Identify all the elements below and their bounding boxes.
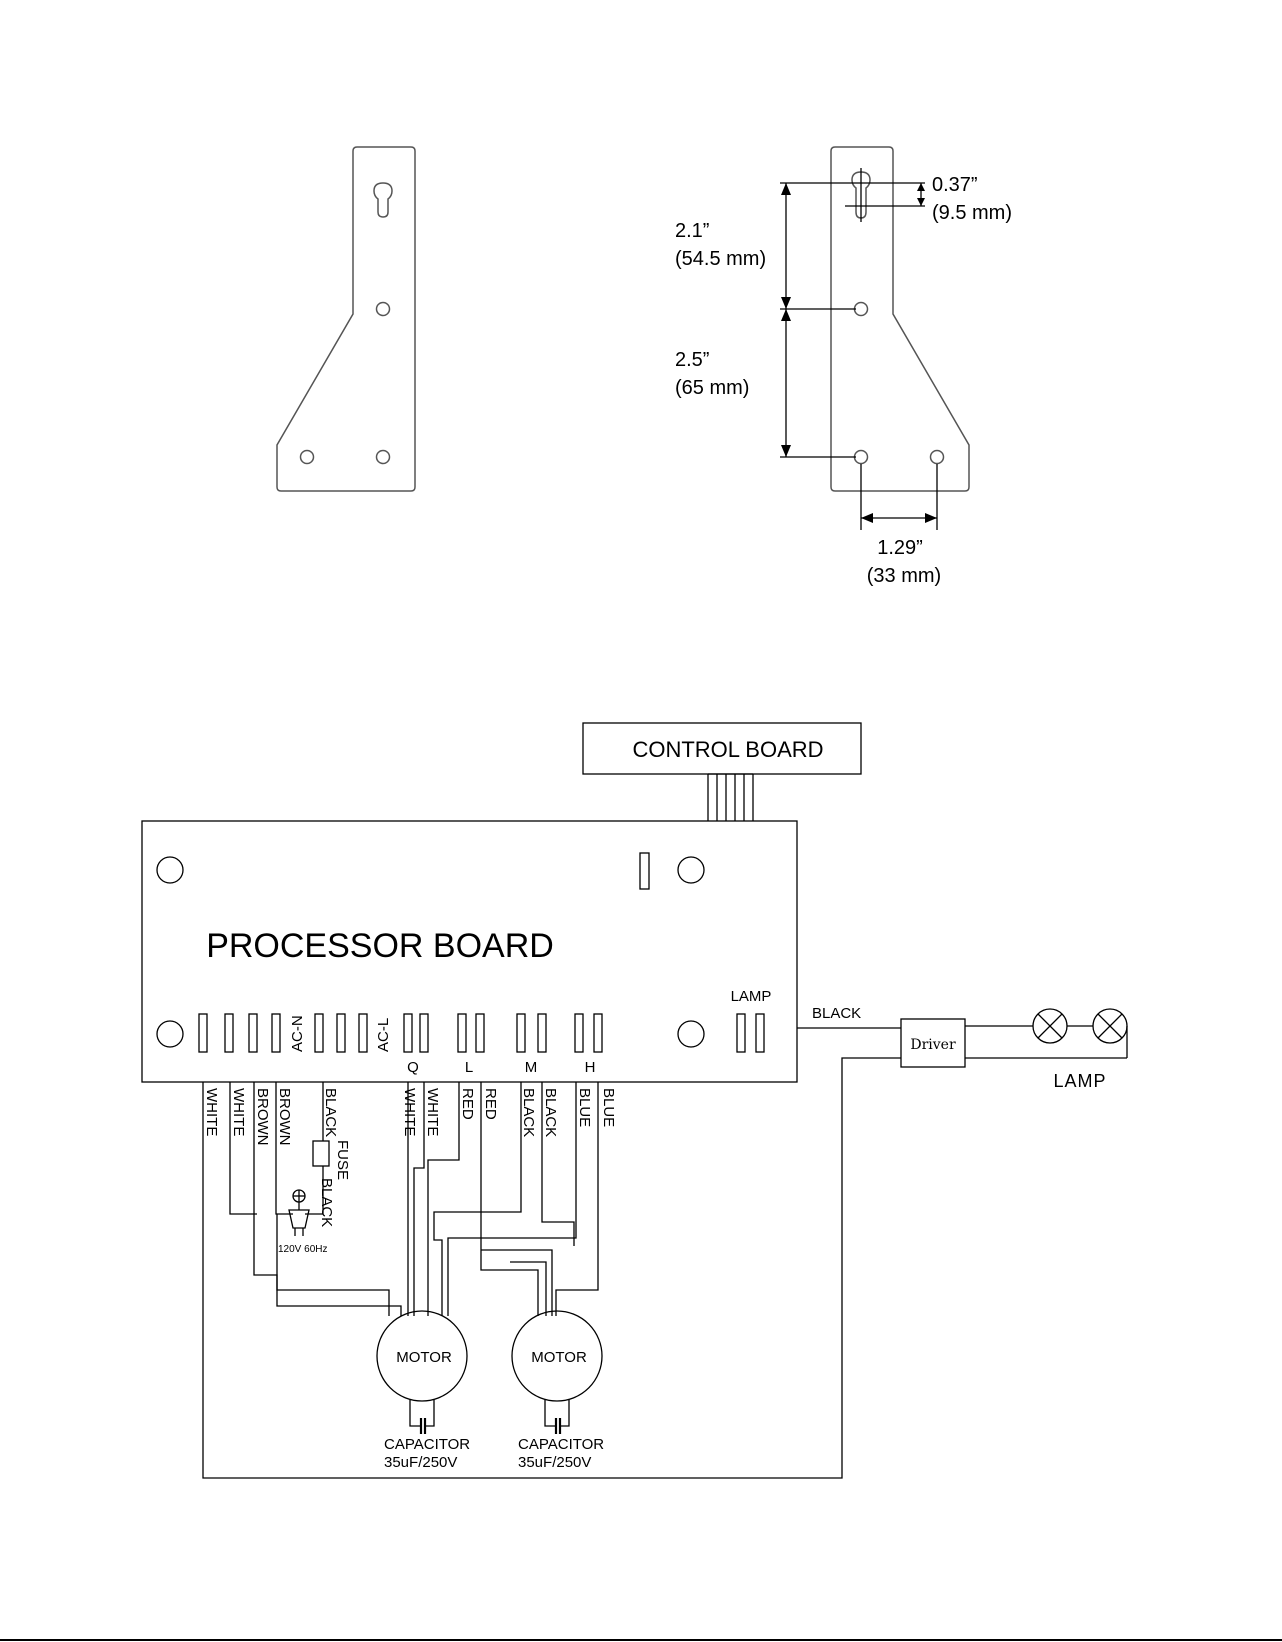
dim-lower-inch: 2.5” xyxy=(675,349,709,371)
dim-width-inch: 1.29” xyxy=(877,537,923,559)
wire-label: BLACK xyxy=(542,1088,559,1137)
terminal xyxy=(756,1014,764,1052)
terminal xyxy=(594,1014,602,1052)
arrow-left-icon xyxy=(861,513,873,523)
terminal xyxy=(458,1014,466,1052)
capacitor-1-icon xyxy=(410,1400,434,1434)
wire-label: BROWN xyxy=(254,1088,271,1146)
dim-width-mm: (33 mm) xyxy=(867,565,941,587)
lamp-wire-label: BLACK xyxy=(812,1005,861,1022)
terminal xyxy=(337,1014,345,1052)
terminal xyxy=(404,1014,412,1052)
arrow-up-icon xyxy=(781,309,791,321)
terminal xyxy=(517,1014,525,1052)
arrow-down-icon xyxy=(781,297,791,309)
terminal-label-h: H xyxy=(585,1059,596,1076)
arrow-up-icon xyxy=(781,183,791,195)
mount-hole-icon xyxy=(157,1021,183,1047)
terminal-label-q: Q xyxy=(407,1059,419,1076)
terminal xyxy=(575,1014,583,1052)
capacitor-2-label: CAPACITOR xyxy=(518,1436,604,1453)
supply-label: 120V 60Hz xyxy=(278,1244,327,1255)
terminal xyxy=(359,1014,367,1052)
capacitor-2-rating: 35uF/250V xyxy=(518,1454,591,1471)
mount-hole-icon xyxy=(377,451,390,464)
mount-hole-icon xyxy=(301,451,314,464)
ribbon-cable xyxy=(708,774,753,821)
wire-label: WHITE xyxy=(424,1088,441,1136)
terminal-label-m: M xyxy=(525,1059,538,1076)
arrow-right-icon xyxy=(925,513,937,523)
terminal-label-l: L xyxy=(465,1059,473,1076)
keyhole-slot-icon xyxy=(374,183,392,217)
mount-hole-icon xyxy=(855,451,868,464)
lamp-label: LAMP xyxy=(1053,1071,1106,1091)
arrow-up-icon xyxy=(917,183,925,191)
wire-label: BLACK xyxy=(520,1088,537,1137)
mount-hole-icon xyxy=(157,857,183,883)
terminal xyxy=(476,1014,484,1052)
terminal-label-lamp: LAMP xyxy=(731,988,772,1005)
dim-slot-mm: (9.5 mm) xyxy=(932,202,1012,224)
processor-board-label: PROCESSOR BOARD xyxy=(206,927,554,965)
wire-labels: WHITE WHITE BROWN BROWN BLACK WHITE WHIT… xyxy=(203,1088,617,1146)
terminal-label-acl: AC-L xyxy=(375,1018,392,1052)
dim-upper-inch: 2.1” xyxy=(675,220,709,242)
fuse-icon xyxy=(313,1141,329,1166)
dim-slot-inch: 0.37” xyxy=(932,174,978,196)
motor-2-label: MOTOR xyxy=(531,1349,587,1366)
arrow-down-icon xyxy=(917,198,925,206)
lamp-bulb-icon xyxy=(1093,1009,1127,1043)
terminal xyxy=(272,1014,280,1052)
control-board-label: CONTROL BOARD xyxy=(632,737,823,762)
arrow-down-icon xyxy=(781,445,791,457)
terminal xyxy=(225,1014,233,1052)
terminal xyxy=(315,1014,323,1052)
dim-lower-mm: (65 mm) xyxy=(675,377,749,399)
capacitor-2-icon xyxy=(545,1400,569,1434)
wire-label: BLUE xyxy=(576,1088,593,1127)
wire-label: BLACK xyxy=(322,1088,339,1137)
mount-hole-icon xyxy=(377,303,390,316)
wire-label: BLUE xyxy=(600,1088,617,1127)
terminal-label-acn: AC-N xyxy=(289,1015,306,1052)
wiring-diagram: CONTROL BOARD PROCESSOR BOARD xyxy=(142,723,1127,1478)
wire-label: BROWN xyxy=(276,1088,293,1146)
capacitor-1-rating: 35uF/250V xyxy=(384,1454,457,1471)
bracket-left-outline xyxy=(277,147,415,491)
wire-label: WHITE xyxy=(230,1088,247,1136)
wire-label: RED xyxy=(459,1088,476,1120)
mount-hole-icon xyxy=(678,1021,704,1047)
bracket-right-outline xyxy=(831,147,969,491)
bracket-right: 0.37” (9.5 mm) 2.1” (54.5 mm) 2.5” (65 m… xyxy=(675,147,1012,587)
board-component xyxy=(640,853,649,889)
terminal xyxy=(420,1014,428,1052)
power-plug-icon xyxy=(289,1190,309,1236)
terminal xyxy=(737,1014,745,1052)
terminal-row xyxy=(199,1014,764,1052)
terminal xyxy=(199,1014,207,1052)
terminal xyxy=(249,1014,257,1052)
motor-1-label: MOTOR xyxy=(396,1349,452,1366)
terminal xyxy=(538,1014,546,1052)
wire-label: WHITE xyxy=(203,1088,220,1136)
driver-label: Driver xyxy=(910,1037,956,1053)
wire-label: RED xyxy=(482,1088,499,1120)
mount-hole-icon xyxy=(855,303,868,316)
fuse-wire-label: BLACK xyxy=(318,1178,335,1227)
mount-hole-icon xyxy=(931,451,944,464)
mount-hole-icon xyxy=(678,857,704,883)
wire-label: WHITE xyxy=(401,1088,418,1136)
bracket-left xyxy=(277,147,415,491)
lamp-bulb-icon xyxy=(1033,1009,1067,1043)
fuse-label: FUSE xyxy=(334,1140,351,1180)
capacitor-1-label: CAPACITOR xyxy=(384,1436,470,1453)
dim-upper-mm: (54.5 mm) xyxy=(675,248,766,270)
